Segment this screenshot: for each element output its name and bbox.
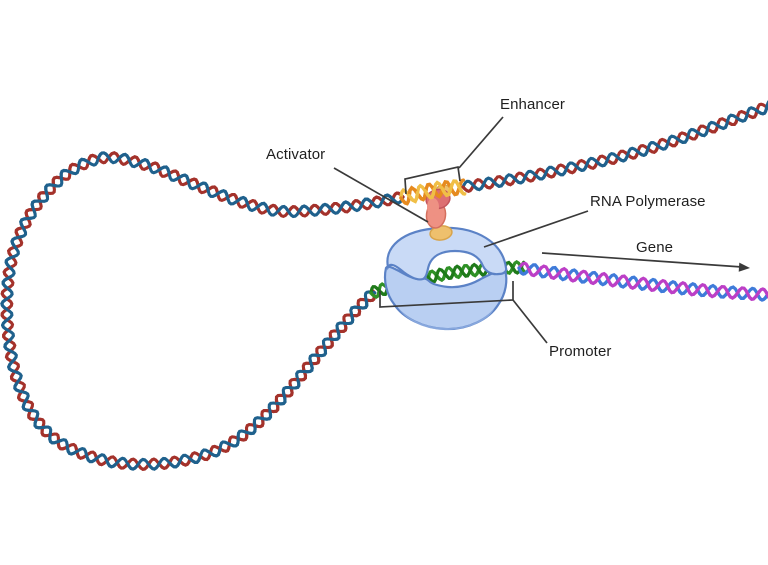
rna-polymerase-pointer-line — [483, 210, 589, 248]
enhancer-dna-strand-2 — [399, 183, 462, 206]
enhancer-dna-strand-3 — [407, 182, 467, 204]
dna-left-loop-strand-1 — [0, 151, 405, 471]
enhancer-bracket — [404, 165, 461, 195]
dna-left-loop-strand-3 — [0, 151, 397, 471]
label-promoter: Promoter — [549, 343, 612, 360]
dna-left-loop-strand-2 — [0, 151, 405, 471]
gene-dna-strand-2 — [517, 265, 768, 302]
gene-arrow-line — [541, 252, 743, 268]
dna-right-arm-strand-1 — [461, 100, 768, 192]
enhancer-pointer-line — [458, 116, 504, 169]
label-rna-polymerase: RNA Polymerase — [590, 193, 706, 210]
activator-pointer-line — [333, 167, 429, 223]
polymerase-upper-lobe — [386, 226, 508, 281]
gene-dna-strand-3 — [527, 266, 768, 301]
promoter-bracket — [379, 281, 514, 308]
label-activator: Activator — [266, 146, 326, 163]
dna-right-arm-strand-0 — [461, 102, 768, 193]
label-enhancer: Enhancer — [500, 96, 566, 113]
enhancer-layer — [399, 178, 467, 206]
dna-right-arm-strand-3 — [471, 103, 768, 192]
dna-left-loop-strand-0 — [0, 151, 405, 471]
promoter-pointer-line — [512, 299, 548, 344]
dna-layer — [0, 100, 768, 471]
activator-blend-blob — [427, 198, 439, 216]
rna-polymerase-blob — [383, 226, 508, 331]
annotation-layer — [333, 116, 750, 344]
polymerase-bottom-shading — [397, 306, 495, 330]
gene-arrow-head — [738, 262, 750, 272]
dna-right-arm-strand-2 — [461, 105, 768, 193]
label-gene: Gene — [636, 239, 674, 256]
